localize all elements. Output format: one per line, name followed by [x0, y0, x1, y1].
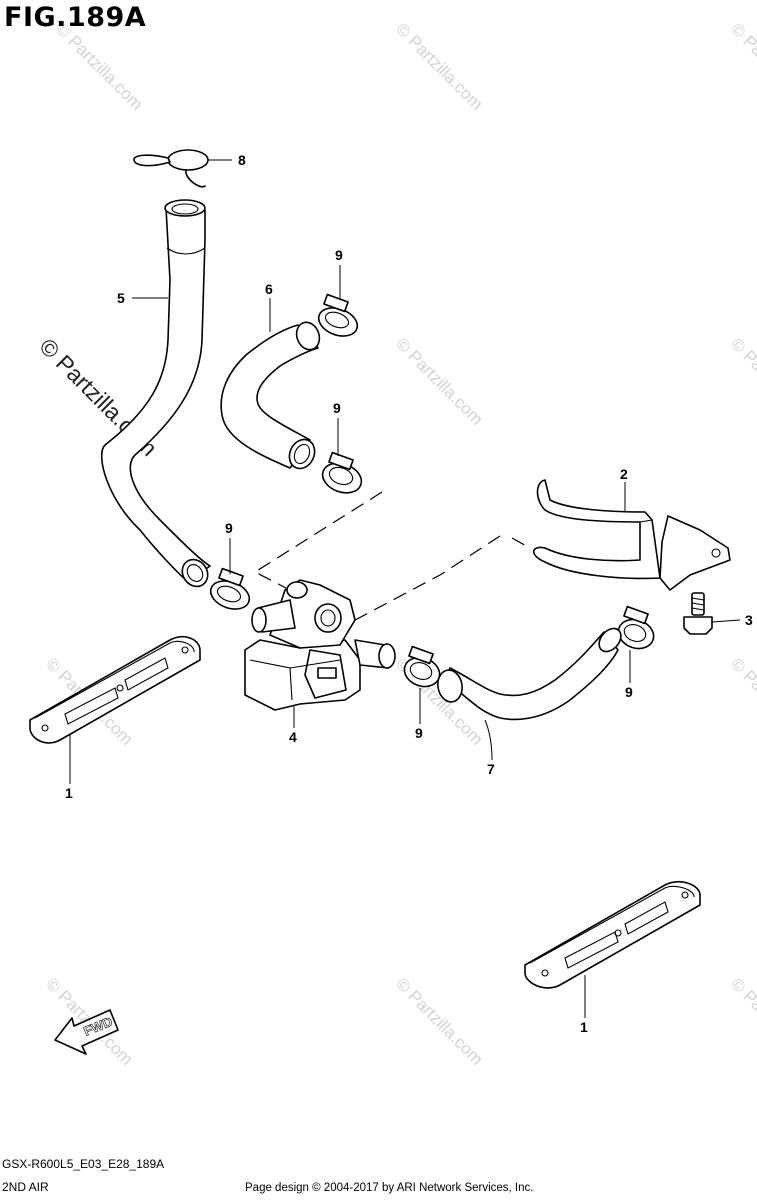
callout-9: 9	[625, 684, 633, 700]
part-9-clamp[interactable]	[400, 645, 443, 692]
figure-title: FIG.189A	[4, 2, 147, 33]
part-5-hose[interactable]	[101, 199, 213, 591]
part-9-clamp[interactable]	[614, 605, 657, 654]
callout-1: 1	[580, 1019, 588, 1035]
assembly-guide-line	[511, 537, 531, 549]
model-code-label: GSX-R600L5_E03_E28_189A	[2, 1157, 165, 1171]
part-3-bolt[interactable]	[683, 592, 713, 635]
part-7-hose[interactable]	[435, 624, 625, 721]
part-9-clamp[interactable]	[318, 451, 365, 498]
watermark-text: © Partzilla.com	[727, 19, 757, 113]
watermark-text: © Partzilla.com	[52, 19, 146, 113]
callout-9: 9	[415, 725, 423, 741]
section-name-label: 2ND AIR	[2, 1180, 49, 1194]
callout-9: 9	[335, 247, 343, 263]
part-9-clamp[interactable]	[207, 567, 253, 615]
callout-2: 2	[620, 466, 628, 482]
callout-1: 1	[65, 785, 73, 801]
watermark-text: © Partzilla.com	[727, 974, 757, 1068]
watermark-text: © Partzilla.com	[392, 334, 486, 428]
watermark-text: © Partzilla.com	[727, 334, 757, 428]
assembly-guide-line	[253, 491, 383, 591]
part-8-clip[interactable]	[133, 149, 209, 188]
callout-9: 9	[225, 520, 233, 536]
leader-line	[484, 719, 493, 761]
part-6-hose[interactable]	[220, 319, 323, 473]
watermark-text: © Partzilla.com	[392, 974, 486, 1068]
callout-6: 6	[265, 281, 273, 297]
callout-3: 3	[745, 612, 753, 628]
leader-line	[711, 619, 741, 623]
callout-9: 9	[333, 400, 341, 416]
callout-8: 8	[238, 152, 246, 168]
part-9-clamp[interactable]	[315, 293, 361, 342]
callout-5: 5	[117, 290, 125, 306]
part-2-bracket[interactable]	[532, 479, 731, 591]
callout-7: 7	[487, 761, 495, 777]
watermark-text: © Partzilla.com	[727, 654, 757, 748]
page-copyright: Page design © 2004-2017 by ARI Network S…	[245, 1182, 534, 1194]
callout-4: 4	[289, 729, 297, 745]
part-1-plate[interactable]	[524, 880, 701, 989]
part-4-valve[interactable]	[244, 579, 396, 711]
watermark-text: © Partzilla.com	[392, 19, 486, 113]
assembly-guide-line	[339, 535, 501, 629]
part-1-plate[interactable]	[29, 635, 201, 744]
